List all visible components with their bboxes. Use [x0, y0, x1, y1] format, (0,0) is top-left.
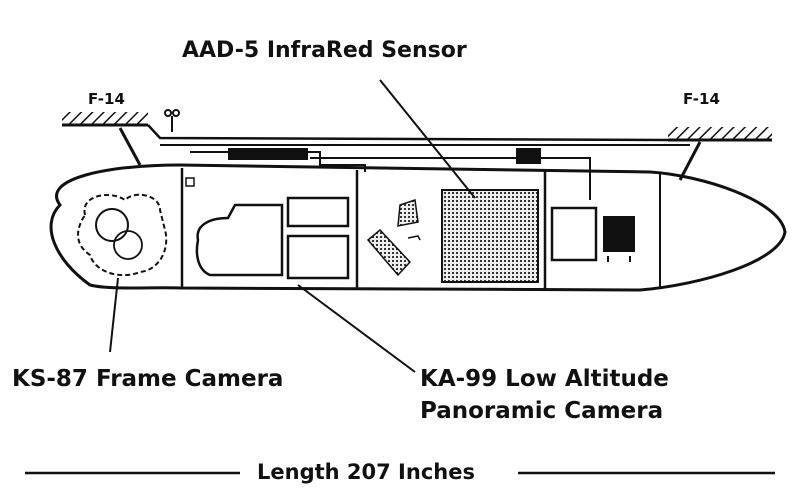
pod-body	[49, 163, 787, 292]
frame-camera-label: KS-87 Frame Camera	[12, 366, 284, 392]
aircraft-mount-left	[62, 112, 148, 127]
power-unit	[603, 216, 635, 262]
panoramic-camera-label-line2: Panoramic Camera	[420, 398, 664, 424]
leader-infrared-sensor	[379, 79, 476, 199]
wiring-harness	[185, 148, 591, 200]
length-label: Length 207 Inches	[257, 460, 475, 484]
ks87-frame-camera-unit	[77, 193, 168, 277]
aircraft-label-left: F-14	[88, 90, 125, 108]
ka99-panoramic-camera-unit	[195, 196, 350, 280]
aad5-infrared-sensor-unit	[366, 189, 539, 283]
pylon-left	[118, 127, 142, 166]
pylon-right	[678, 141, 702, 181]
infrared-sensor-label: AAD-5 InfraRed Sensor	[182, 38, 467, 63]
leader-panoramic-camera	[297, 284, 416, 373]
small-antenna-icon	[164, 109, 180, 132]
pod-bulkheads	[180, 168, 661, 289]
electronics-box	[550, 206, 598, 262]
leader-frame-camera	[109, 277, 119, 353]
aircraft-mount-right	[668, 127, 772, 142]
pod-rail	[147, 124, 690, 146]
panoramic-camera-label-line1: KA-99 Low Altitude	[420, 366, 669, 392]
aircraft-label-right: F-14	[683, 90, 720, 108]
